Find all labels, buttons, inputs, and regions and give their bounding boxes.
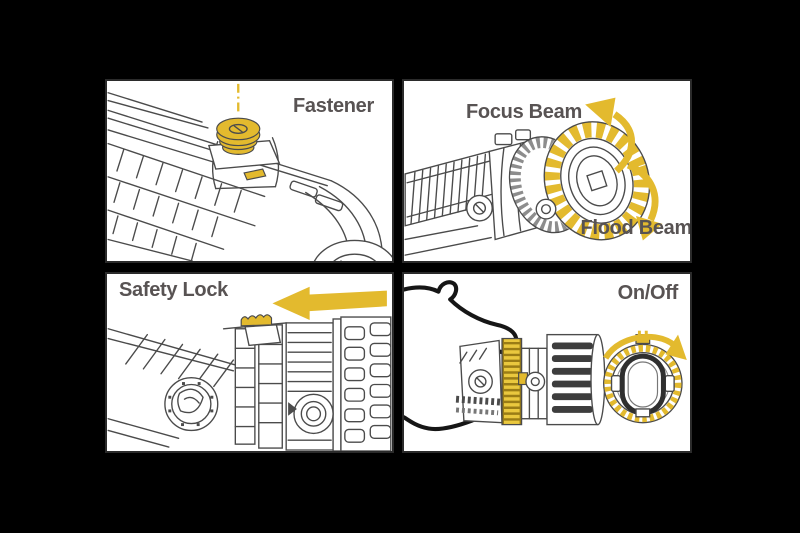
fastener-highlight	[208, 83, 281, 181]
flashlight-head-illustration	[404, 97, 663, 256]
panel-safety-lock: Safety Lock	[105, 272, 394, 453]
panel-fastener: Fastener	[105, 79, 394, 263]
focus-rotate-arrow-icon	[585, 97, 635, 174]
rotate-clockwise-arrow-icon	[603, 333, 687, 361]
flashlight-tail-art	[455, 333, 606, 426]
flashlight-body-art	[107, 92, 392, 261]
focus-beam-label: Focus Beam	[466, 101, 582, 123]
on-off-label: On/Off	[617, 282, 679, 304]
flood-beam-label: Flood Beam	[580, 217, 692, 239]
flashlight-side-art	[107, 314, 392, 451]
flood-rotate-arrow-icon	[626, 161, 663, 241]
safety-lock-slider-highlight	[240, 314, 273, 327]
panel-beam-adjust: Focus Beam Flood Beam	[402, 79, 692, 263]
panel-on-off: On/Off	[402, 272, 692, 453]
flashlight-body-illustration	[107, 83, 392, 261]
on-off-illustration	[404, 280, 687, 432]
fastener-catch-highlight	[243, 168, 267, 181]
on-off-ring-highlight	[501, 337, 523, 426]
bezel-front-art	[603, 330, 683, 424]
safety-lock-label: Safety Lock	[119, 279, 228, 301]
flashlight-side-illustration	[107, 286, 392, 451]
slide-left-arrow-icon	[272, 286, 387, 320]
fastener-label: Fastener	[293, 95, 374, 117]
